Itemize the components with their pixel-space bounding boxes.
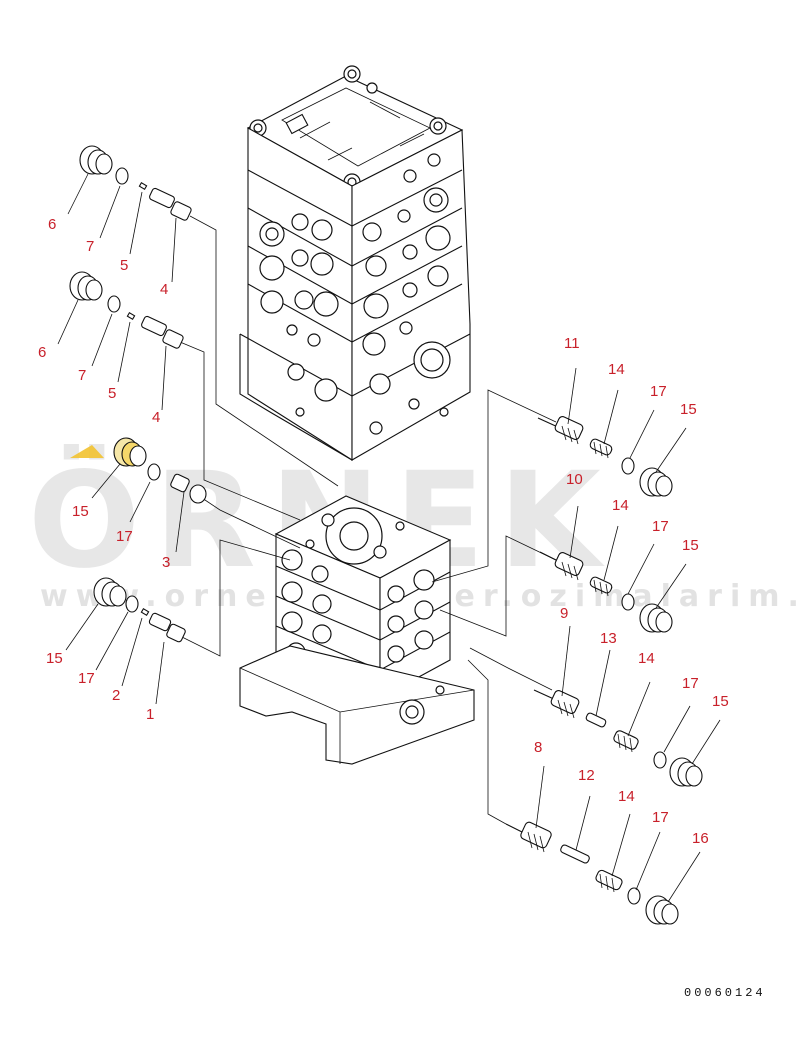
valve-3 <box>170 473 207 504</box>
right-parts <box>505 416 703 925</box>
callout-6: 6 <box>48 216 56 233</box>
ring-2 <box>140 608 150 616</box>
callout-17: 17 <box>652 518 669 535</box>
o-ring-17f <box>627 887 641 905</box>
o-ring-17b <box>125 595 139 613</box>
plug-15b <box>93 577 127 607</box>
callout-7: 7 <box>78 367 86 384</box>
spool-8 <box>505 821 552 853</box>
piston-1 <box>148 612 186 643</box>
ring-5b <box>126 312 136 320</box>
callout-6: 6 <box>38 344 46 361</box>
callout-leaders <box>57 173 721 903</box>
callout-4: 4 <box>160 281 168 298</box>
spool-10 <box>539 551 584 581</box>
callout-10: 10 <box>566 471 583 488</box>
callout-9: 9 <box>560 605 568 622</box>
callout-14: 14 <box>638 650 655 667</box>
left-parts <box>69 145 207 643</box>
callout-3: 3 <box>162 554 170 571</box>
callout-5: 5 <box>120 257 128 274</box>
callout-15: 15 <box>682 537 699 554</box>
spring-14c <box>613 730 639 753</box>
ring-5a <box>138 182 148 190</box>
plug-6a <box>79 145 113 175</box>
spring-14d <box>595 869 623 893</box>
plug-15d <box>639 603 673 633</box>
callout-17: 17 <box>116 528 133 545</box>
callout-1: 1 <box>146 706 154 723</box>
o-ring-7b <box>107 295 121 313</box>
callout-7: 7 <box>86 238 94 255</box>
o-ring-17d <box>621 593 635 611</box>
callout-14: 14 <box>608 361 625 378</box>
callout-12: 12 <box>578 767 595 784</box>
spring-14b <box>589 576 613 597</box>
callout-5: 5 <box>108 385 116 402</box>
base-foot <box>239 645 475 765</box>
callout-2: 2 <box>112 687 120 704</box>
callout-17: 17 <box>652 809 669 826</box>
piston-13 <box>585 712 607 728</box>
plug-15c <box>639 467 673 497</box>
o-ring-7a <box>115 167 129 185</box>
upper-valve-block <box>239 65 471 462</box>
piston-12 <box>560 844 590 864</box>
spool-11 <box>537 416 584 445</box>
callout-14: 14 <box>618 788 635 805</box>
callout-11: 11 <box>564 335 580 352</box>
spool-9 <box>533 689 580 719</box>
spring-14a <box>589 438 613 459</box>
callout-13: 13 <box>600 630 617 647</box>
piston-4a <box>149 187 192 221</box>
callout-15: 15 <box>46 650 63 667</box>
plug-15a <box>113 437 147 467</box>
callout-labels: 6 7 5 4 6 7 5 4 15 17 3 15 17 2 1 11 14 … <box>38 216 729 847</box>
callout-16: 16 <box>692 830 709 847</box>
callout-15: 15 <box>72 503 89 520</box>
watermark-accent-icon <box>70 445 104 458</box>
callout-8: 8 <box>534 739 542 756</box>
plug-6b <box>69 271 103 301</box>
leader-lines <box>179 215 557 825</box>
callout-14: 14 <box>612 497 629 514</box>
callout-17: 17 <box>682 675 699 692</box>
callout-17: 17 <box>78 670 95 687</box>
callout-17: 17 <box>650 383 667 400</box>
piston-4b <box>141 315 184 349</box>
document-code: 00060124 <box>684 986 766 1000</box>
lower-valve-block <box>239 495 475 765</box>
callout-15: 15 <box>680 401 697 418</box>
o-ring-17c <box>621 457 635 475</box>
plug-16 <box>645 895 679 925</box>
callout-4: 4 <box>152 409 160 426</box>
plug-15e <box>669 757 703 787</box>
o-ring-17e <box>653 751 667 769</box>
callout-15: 15 <box>712 693 729 710</box>
o-ring-17a <box>147 463 161 481</box>
